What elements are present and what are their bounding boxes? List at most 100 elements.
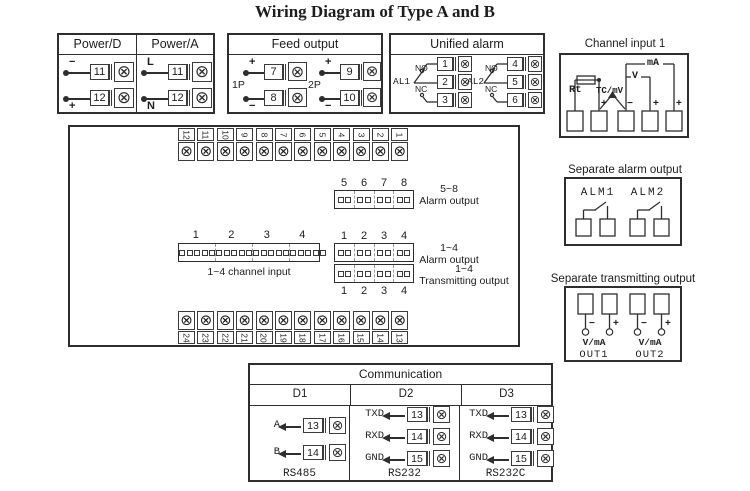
terminal-strip: [187, 90, 190, 106]
comm-column-header: D3: [499, 388, 514, 400]
pin-group: [393, 244, 413, 261]
terminal-number: 8: [255, 128, 273, 141]
screw-icon: ⊗: [288, 62, 307, 81]
transmitting-1-4-connector: [334, 264, 414, 283]
feed-output-box: Feed output 1P + 7 ⊗ − 8 ⊗ 2P + 9 ⊗ − 10…: [227, 33, 383, 114]
connector-number: 7: [380, 177, 388, 189]
wire-sign: L: [147, 56, 154, 68]
screw-icon: ⊗: [537, 406, 554, 423]
channel-input-wiring: [566, 63, 683, 132]
terminal-number: 4: [507, 57, 523, 71]
pin: [201, 249, 208, 256]
rt-label: Rt: [569, 84, 582, 96]
pin-group: [353, 191, 374, 208]
connector-number: 1: [192, 229, 199, 241]
screw-icon: ⊗: [114, 62, 134, 82]
relay-label: AL1: [393, 76, 411, 87]
screw-icon: ⊗: [274, 142, 292, 161]
wire-sign: −: [69, 56, 76, 68]
screw-icon: ⊗: [329, 417, 346, 434]
screw-icon: ⊗: [329, 444, 346, 461]
polarity-sign: +: [676, 98, 682, 109]
terminal-number: 11: [168, 64, 187, 80]
pin: [283, 249, 289, 256]
polarity-sign: +: [613, 318, 619, 329]
screw-icon: ⊗: [274, 311, 292, 330]
terminal: 4⊗: [333, 128, 351, 161]
wire-sign: −: [249, 100, 256, 112]
terminal-strip: [109, 90, 112, 106]
screw-icon: ⊗: [391, 311, 409, 330]
wire-sign: +: [69, 100, 76, 112]
signal-label: GND: [469, 452, 488, 464]
terminal-number: 8: [264, 90, 283, 106]
connector-number: 3: [380, 285, 388, 297]
pin: [377, 196, 384, 203]
terminal-number: 22: [216, 331, 234, 344]
screw-icon: ⊗: [458, 55, 472, 72]
screw-icon: ⊗: [371, 311, 389, 330]
screw-icon: ⊗: [192, 62, 212, 82]
polarity-sign: −: [589, 318, 595, 329]
screw-icon: ⊗: [294, 142, 312, 161]
relay-switch-icon: [413, 63, 437, 103]
terminal: ⊗17: [313, 311, 331, 344]
comm-column-header: D1: [250, 384, 351, 405]
terminal: ⊗16: [333, 311, 351, 344]
signal-label: RXD: [365, 430, 384, 442]
terminal-number: 6: [507, 93, 523, 107]
terminal-strip: [283, 90, 286, 106]
terminal: ⊗13: [391, 311, 409, 344]
terminal-number: 12: [178, 128, 195, 141]
polarity-sign: −: [641, 318, 647, 329]
screw-icon: ⊗: [216, 142, 234, 161]
pin-group: [373, 265, 394, 282]
comm-protocol-label: RS232: [387, 468, 421, 480]
bottom-terminal-strip: ⊗24⊗23⊗22⊗21⊗20⊗19⊗18⊗17⊗16⊗15⊗14⊗13: [178, 311, 411, 344]
screw-icon: ⊗: [458, 73, 472, 90]
label-line: 1~4: [455, 263, 473, 275]
pin-group: [252, 244, 289, 261]
terminal-strip: [523, 75, 526, 89]
screw-icon: ⊗: [178, 142, 195, 161]
terminal: 11⊗: [197, 128, 215, 161]
pin: [384, 270, 391, 277]
relay-switch-icon: [483, 63, 507, 103]
nc-label: NC: [415, 84, 428, 94]
terminal-number: 13: [407, 407, 427, 422]
screw-icon: ⊗: [197, 142, 215, 161]
terminal-number: 11: [90, 64, 109, 80]
terminal-number: 12: [168, 90, 187, 106]
terminal: ⊗19: [274, 311, 292, 344]
terminal-number: 3: [437, 93, 453, 107]
terminal-strip: [453, 93, 456, 107]
pin: [357, 249, 364, 256]
terminal-strip: [427, 429, 430, 444]
terminal-number: 15: [511, 451, 531, 466]
screw-icon: ⊗: [178, 311, 195, 330]
main-terminal-block: 12⊗11⊗10⊗9⊗8⊗7⊗6⊗5⊗4⊗3⊗2⊗1⊗ ⊗24⊗23⊗22⊗21…: [68, 125, 520, 347]
pin: [216, 249, 222, 256]
terminal-strip: [531, 429, 534, 444]
terminal-number: 15: [407, 451, 427, 466]
screw-icon: ⊗: [458, 91, 472, 108]
terminal-number: 19: [274, 331, 292, 344]
terminal-number: 10: [340, 90, 359, 106]
power-box: Power/D Power/A − 11 ⊗ + 12 ⊗ L 11 ⊗ N 1…: [57, 33, 215, 114]
terminal-strip: [323, 445, 326, 460]
terminal-strip: [453, 57, 456, 71]
alarm-1-4-connector: [334, 243, 414, 262]
polarity-sign: +: [665, 318, 671, 329]
terminal-number: 3: [352, 128, 370, 141]
terminal-number: 17: [313, 331, 331, 344]
screw-icon: ⊗: [313, 142, 331, 161]
pin: [268, 249, 274, 256]
terminal-number: 12: [90, 90, 109, 106]
pin: [357, 196, 364, 203]
terminal-number: 9: [236, 128, 254, 141]
pin: [337, 196, 344, 203]
